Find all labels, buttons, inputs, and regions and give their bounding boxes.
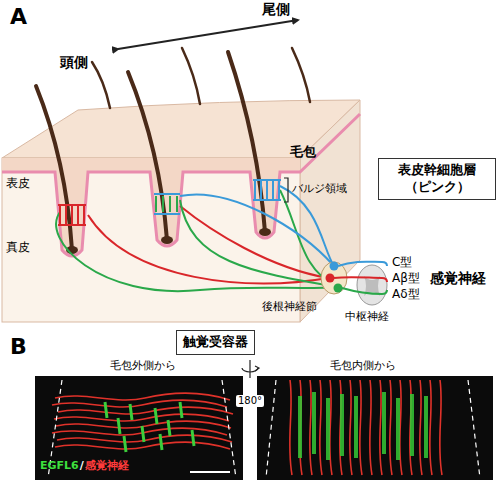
stain-separator: / xyxy=(80,459,84,472)
title-box: 触覚受容器 xyxy=(176,330,255,355)
stain-label: EGFL6 xyxy=(40,459,79,472)
nerve-type-label: C型 xyxy=(392,255,412,269)
box-text: 触覚受容器 xyxy=(183,334,248,351)
direction-label: 尾側 xyxy=(262,1,290,18)
part-label: 毛包 xyxy=(290,144,316,160)
nerve-type-label: Aβ型 xyxy=(392,271,420,285)
view-label: 毛包外側から xyxy=(110,359,176,372)
ganglion-label: 後根神経節 xyxy=(262,300,317,313)
layer-label: 表皮 xyxy=(6,176,30,190)
region-label: バルジ領域 xyxy=(292,182,347,195)
nerve-type-label: Aδ型 xyxy=(392,287,420,301)
stain-label: 感覚神経 xyxy=(85,459,129,472)
layer-label: 真皮 xyxy=(6,240,30,254)
box-text: 表皮幹細胞層 （ピンク） xyxy=(385,162,489,196)
direction-label: 頭側 xyxy=(60,54,88,71)
panel-letter: A xyxy=(10,4,27,30)
panel-letter: B xyxy=(10,334,27,360)
view-label: 毛包内側から xyxy=(330,359,396,372)
nerve-label: 感覚神経 xyxy=(430,270,486,287)
cns-label: 中枢神経 xyxy=(345,310,389,323)
rotation-label: 180° xyxy=(236,395,264,407)
legend-box: 表皮幹細胞層 （ピンク） xyxy=(378,158,496,200)
